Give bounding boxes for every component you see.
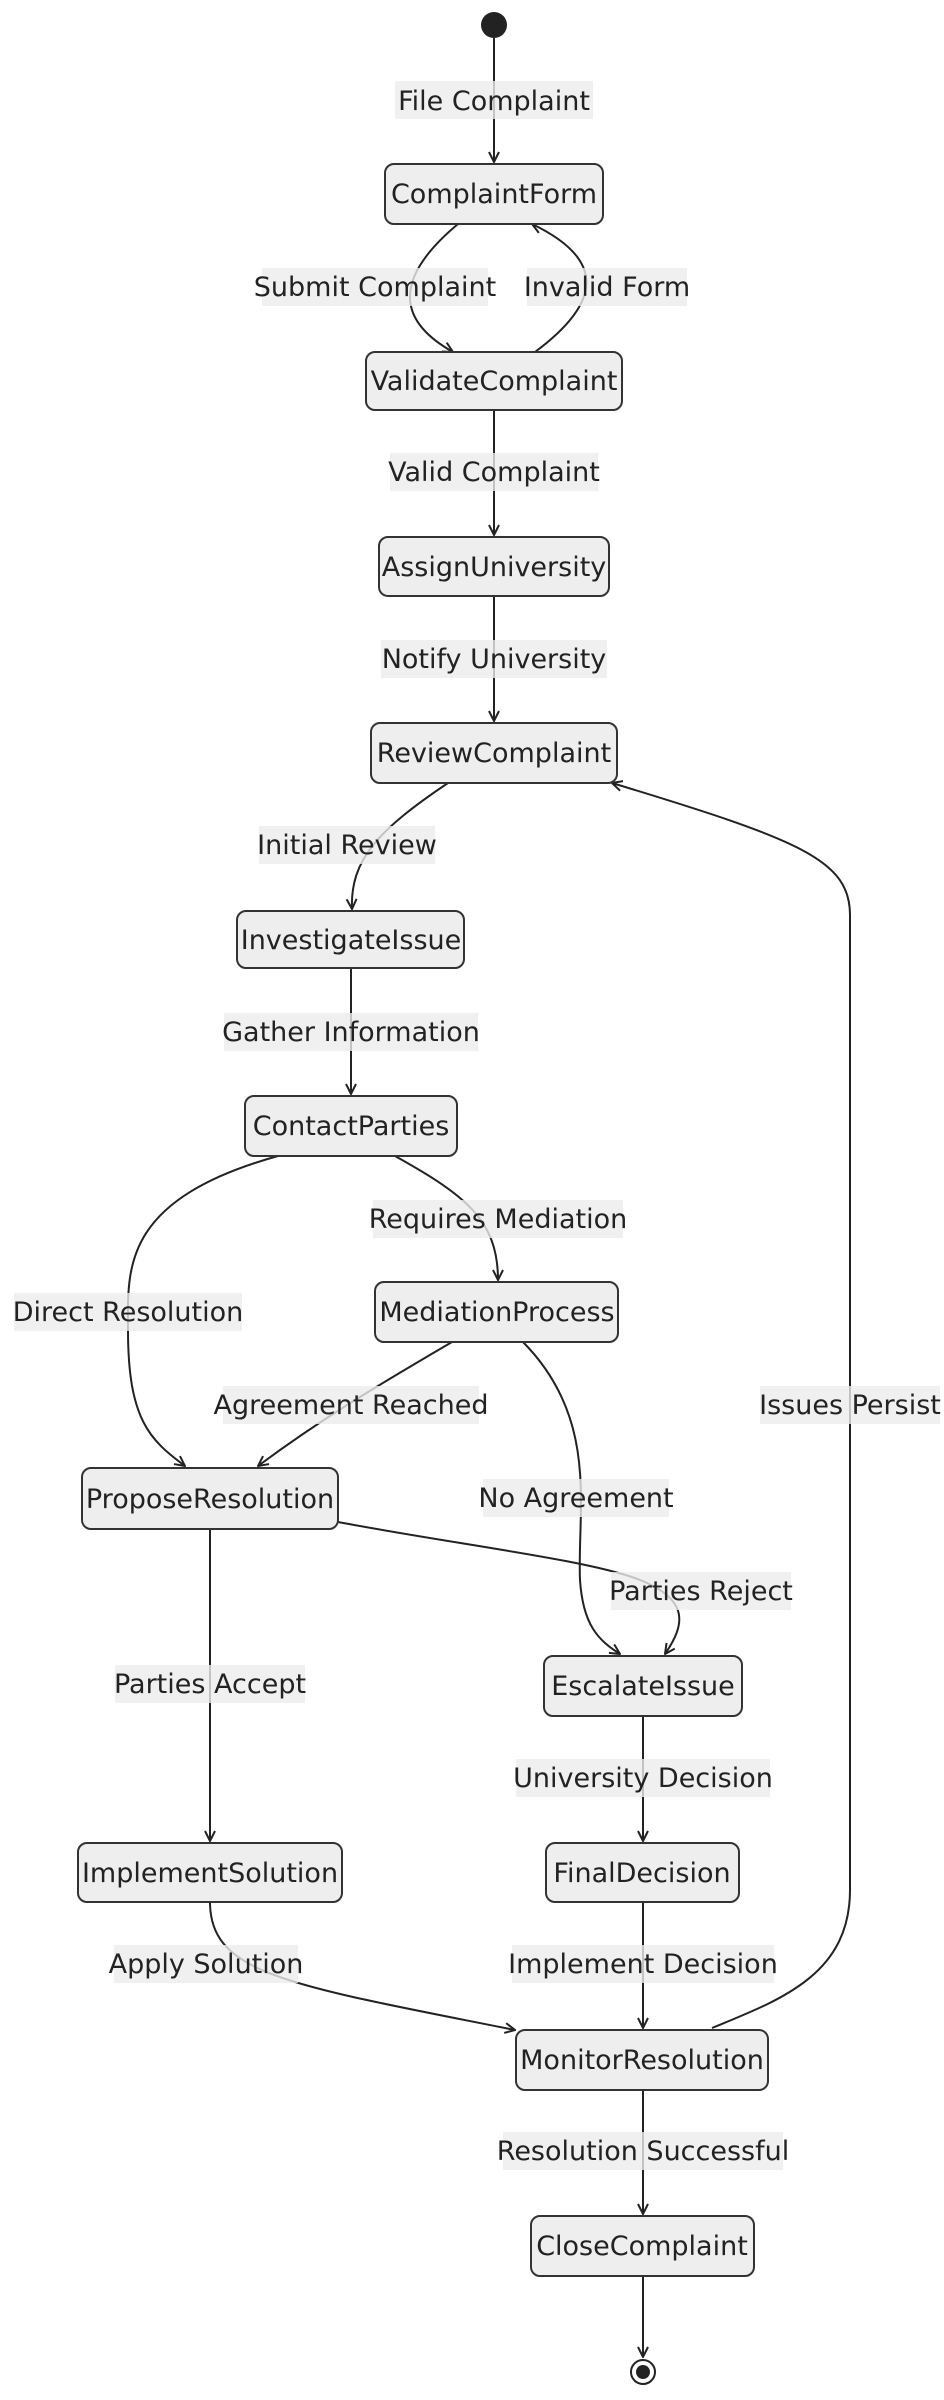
- svg-text:Parties Reject: Parties Reject: [609, 1576, 793, 1607]
- state-propose-resolution: ProposeResolution: [81, 1467, 339, 1530]
- label-agreement-reached: Agreement Reached: [214, 1386, 489, 1424]
- svg-text:Implement Decision: Implement Decision: [508, 1949, 778, 1980]
- svg-text:FinalDecision: FinalDecision: [553, 1858, 730, 1889]
- label-issues-persist: Issues Persist: [759, 1386, 941, 1424]
- label-direct-resolution: Direct Resolution: [13, 1293, 244, 1331]
- edge-parties-reject: [337, 1521, 681, 1654]
- label-initial-review: Initial Review: [257, 826, 437, 864]
- start-node: [481, 12, 507, 38]
- edge-no-agreement: [522, 1341, 620, 1654]
- svg-text:Invalid Form: Invalid Form: [524, 272, 690, 303]
- label-gather-information: Gather Information: [222, 1013, 480, 1051]
- label-invalid-form: Invalid Form: [524, 268, 690, 306]
- state-contact-parties: ContactParties: [244, 1095, 458, 1157]
- svg-text:InvestigateIssue: InvestigateIssue: [241, 925, 462, 956]
- state-monitor-resolution: MonitorResolution: [515, 2029, 769, 2091]
- svg-text:Initial Review: Initial Review: [257, 830, 437, 861]
- svg-text:Gather Information: Gather Information: [222, 1017, 480, 1048]
- svg-text:ReviewComplaint: ReviewComplaint: [377, 738, 611, 769]
- label-file-complaint: File Complaint: [395, 81, 593, 119]
- state-escalate-issue: EscalateIssue: [543, 1655, 743, 1717]
- svg-text:EscalateIssue: EscalateIssue: [551, 1671, 735, 1702]
- svg-text:Submit Complaint: Submit Complaint: [254, 272, 496, 303]
- svg-text:ValidateComplaint: ValidateComplaint: [371, 366, 618, 397]
- label-submit-complaint: Submit Complaint: [254, 268, 496, 306]
- svg-text:Resolution Successful: Resolution Successful: [497, 2136, 789, 2167]
- state-close-complaint: CloseComplaint: [530, 2215, 755, 2277]
- label-resolution-successful: Resolution Successful: [497, 2132, 789, 2170]
- svg-text:Agreement Reached: Agreement Reached: [214, 1390, 489, 1421]
- state-review-complaint: ReviewComplaint: [370, 722, 618, 784]
- svg-text:Notify University: Notify University: [382, 644, 607, 675]
- svg-text:ProposeResolution: ProposeResolution: [86, 1484, 334, 1515]
- svg-text:MonitorResolution: MonitorResolution: [520, 2045, 764, 2076]
- svg-text:Apply Solution: Apply Solution: [109, 1949, 304, 1980]
- end-node: [630, 2359, 656, 2385]
- state-investigate-issue: InvestigateIssue: [236, 910, 465, 969]
- svg-text:ComplaintForm: ComplaintForm: [391, 179, 597, 210]
- label-notify-university: Notify University: [381, 640, 607, 678]
- state-assign-university: AssignUniversity: [378, 536, 610, 597]
- label-requires-mediation: Requires Mediation: [369, 1200, 628, 1238]
- svg-text:Direct Resolution: Direct Resolution: [13, 1297, 244, 1328]
- edge-labels: File Complaint Submit Complaint Invalid …: [13, 81, 941, 2170]
- edge-issues-persist: [612, 783, 851, 2029]
- state-implement-solution: ImplementSolution: [77, 1842, 343, 1903]
- svg-text:ImplementSolution: ImplementSolution: [82, 1858, 338, 1889]
- state-final-decision: FinalDecision: [545, 1842, 740, 1903]
- svg-text:CloseComplaint: CloseComplaint: [536, 2231, 748, 2262]
- svg-text:MediationProcess: MediationProcess: [379, 1297, 614, 1328]
- label-parties-reject: Parties Reject: [609, 1572, 793, 1610]
- label-apply-solution: Apply Solution: [109, 1945, 304, 1983]
- state-validate-complaint: ValidateComplaint: [365, 351, 623, 411]
- label-valid-complaint: Valid Complaint: [388, 453, 600, 491]
- svg-text:ContactParties: ContactParties: [253, 1111, 450, 1142]
- svg-text:University Decision: University Decision: [513, 1763, 773, 1794]
- label-no-agreement: No Agreement: [478, 1479, 674, 1517]
- label-implement-decision: Implement Decision: [508, 1945, 778, 1983]
- svg-text:File Complaint: File Complaint: [398, 86, 590, 117]
- label-university-decision: University Decision: [513, 1759, 773, 1797]
- svg-text:AssignUniversity: AssignUniversity: [382, 552, 607, 583]
- label-parties-accept: Parties Accept: [114, 1665, 306, 1703]
- svg-text:Issues Persist: Issues Persist: [759, 1390, 941, 1421]
- state-complaint-form: ComplaintForm: [384, 163, 604, 225]
- svg-text:Valid Complaint: Valid Complaint: [388, 457, 600, 488]
- state-mediation-process: MediationProcess: [374, 1281, 619, 1343]
- svg-text:Parties Accept: Parties Accept: [114, 1669, 306, 1700]
- nodes: ComplaintForm ValidateComplaint AssignUn…: [77, 163, 769, 2277]
- svg-text:No Agreement: No Agreement: [478, 1483, 673, 1514]
- svg-text:Requires Mediation: Requires Mediation: [369, 1204, 628, 1235]
